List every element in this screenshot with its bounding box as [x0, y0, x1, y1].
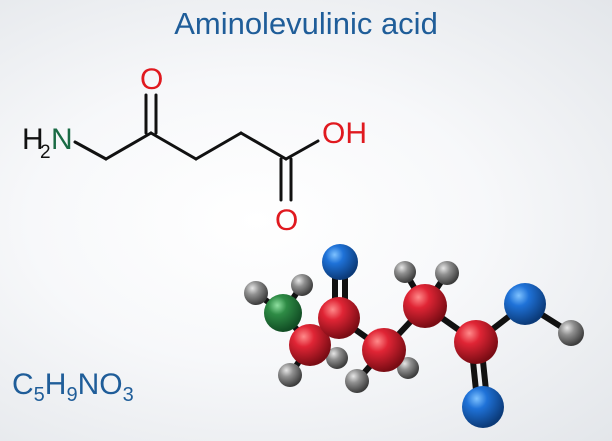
- atom-h-label: H: [22, 123, 44, 156]
- formula-subscript: 5: [33, 384, 45, 406]
- carbon-ball: [289, 324, 331, 366]
- bond-c3-c4: [194, 131, 243, 161]
- bond-n-c1: [73, 140, 108, 161]
- formula-element: N: [77, 368, 100, 401]
- hydrogen-ball: [244, 281, 268, 305]
- formula-subscript: 9: [66, 384, 78, 406]
- hydrogen-ball: [435, 261, 459, 285]
- carbon-ball: [318, 297, 360, 339]
- atom-o-top: O: [140, 63, 163, 96]
- bond-c5-oh: [284, 139, 320, 161]
- molecular-formula: C5H9NO3: [12, 368, 134, 407]
- bond-c1-c2: [104, 131, 153, 161]
- formula-element: H: [44, 368, 67, 401]
- page-title: Aminolevulinic acid: [174, 6, 438, 41]
- hydrogen-ball: [345, 369, 369, 393]
- carbon-ball: [362, 328, 406, 372]
- oxygen-ball-hydroxyl: [504, 283, 546, 325]
- bond-c2-c3: [149, 131, 198, 161]
- oxygen-ball-carbonyl: [462, 386, 504, 428]
- atom-n-label: N: [51, 123, 73, 156]
- formula-element: O: [99, 368, 123, 401]
- oxygen-ball-ketone: [322, 244, 358, 280]
- atom-oh-label: OH: [322, 117, 367, 150]
- bond-c4-c5: [239, 131, 288, 161]
- hydrogen-ball: [291, 274, 313, 296]
- formula-element: C: [12, 368, 34, 401]
- hydrogen-ball: [397, 357, 419, 379]
- hydrogen-ball: [394, 261, 416, 283]
- carbon-ball: [454, 320, 498, 364]
- hydrogen-ball: [326, 347, 348, 369]
- nitrogen-ball: [264, 294, 302, 332]
- formula-subscript: 3: [122, 384, 134, 406]
- carbon-ball: [403, 284, 447, 328]
- atom-o-bottom: O: [275, 204, 298, 237]
- hydrogen-ball: [558, 320, 584, 346]
- atom-h-count: 2: [40, 142, 51, 163]
- hydrogen-ball: [278, 363, 302, 387]
